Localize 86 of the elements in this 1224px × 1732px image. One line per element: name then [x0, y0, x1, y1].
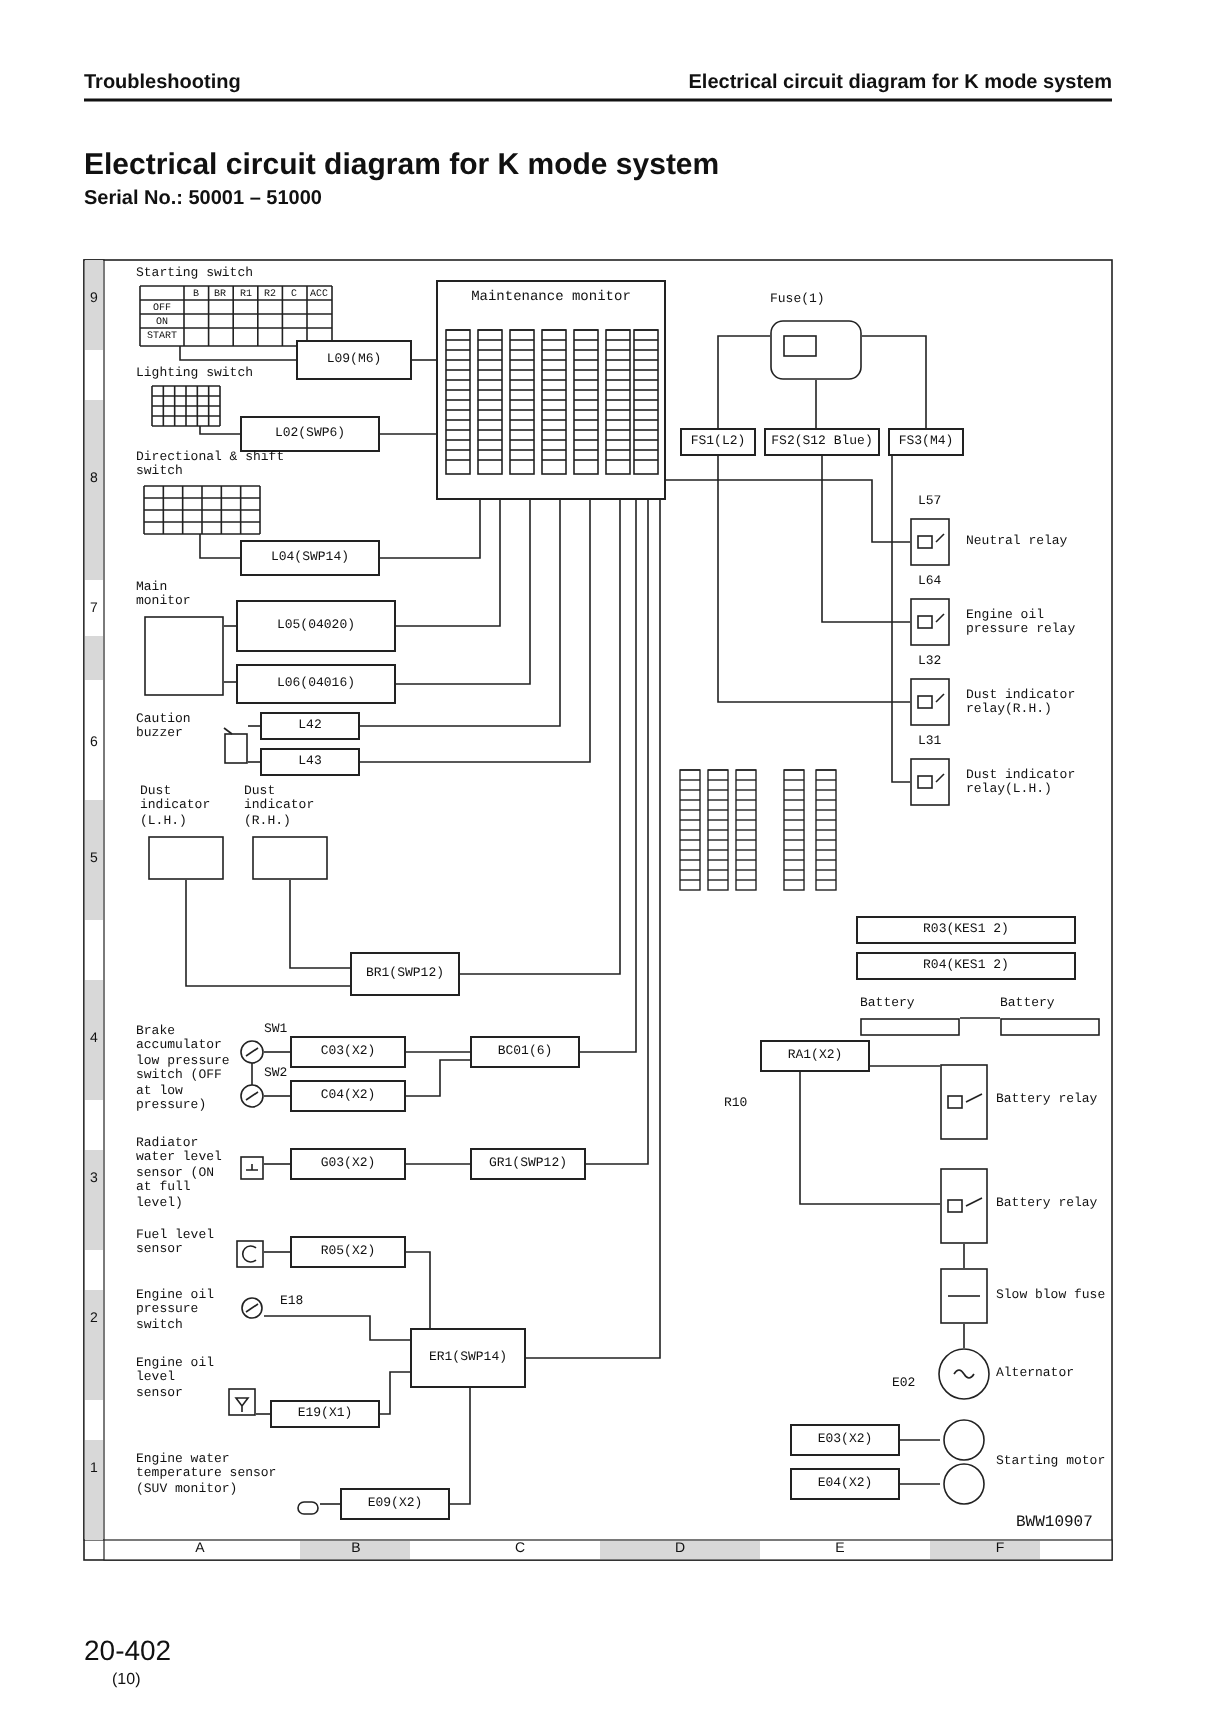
wire: [405, 1163, 471, 1165]
connector-box: [856, 916, 1076, 944]
connector-box: [888, 428, 964, 456]
wire: [449, 1387, 471, 1505]
wire: [223, 625, 237, 627]
wire: [289, 879, 351, 969]
connector-box: [350, 952, 460, 996]
wire: [869, 1065, 941, 1067]
wire: [405, 1251, 431, 1329]
monitor-unit: [136, 580, 224, 700]
connector-box: [764, 428, 880, 456]
wire: [255, 1413, 271, 1415]
wire: [185, 879, 351, 987]
switch-unit: [136, 266, 336, 346]
wire: [379, 433, 437, 435]
wire: [899, 1439, 941, 1441]
wire: [815, 379, 817, 429]
connector-box: [760, 1040, 870, 1072]
wire: [717, 455, 911, 703]
wire: [319, 1503, 341, 1505]
wire: [379, 499, 481, 559]
wire: [891, 455, 911, 783]
wire: [525, 499, 661, 1359]
connector-box: [790, 1424, 900, 1456]
wire: [459, 499, 621, 975]
fuse-unit: [940, 1268, 1110, 1324]
wire: [799, 1071, 941, 1205]
wire: [379, 1371, 411, 1415]
connector-box: [240, 416, 380, 452]
wire: [395, 499, 501, 627]
wire: [585, 499, 649, 1165]
connector-box: [340, 1488, 450, 1520]
wire: [395, 499, 531, 685]
wire: [963, 1323, 965, 1349]
wire: [861, 335, 927, 429]
wire: [717, 335, 771, 429]
wire: [263, 1051, 291, 1053]
wire: [405, 1059, 471, 1097]
wire: [411, 359, 437, 361]
fuse-holder: [770, 292, 862, 380]
wire: [963, 1243, 965, 1269]
wire: [959, 1017, 1001, 1019]
wire: [263, 1251, 291, 1253]
wire: [223, 681, 237, 683]
wire: [199, 425, 241, 435]
connector-box: [470, 1036, 580, 1068]
connector-box: [270, 1400, 380, 1428]
wire: [579, 499, 637, 1053]
connector-box: [290, 1080, 406, 1112]
drawing-number: BWW10907: [1016, 1516, 1093, 1534]
wire: [263, 1315, 411, 1341]
monitor-panel: [436, 280, 666, 500]
wire: [359, 499, 591, 763]
wire: [359, 499, 561, 727]
wire: [247, 725, 261, 727]
connector-box: [260, 748, 360, 776]
wire: [263, 1163, 291, 1165]
connector-box: [680, 428, 756, 456]
wire: [405, 1051, 471, 1053]
header-text: Electrical circuit diagram for K mode system: [688, 72, 1112, 94]
connector-box: [296, 340, 412, 380]
wire: [179, 345, 297, 361]
connector-box: [790, 1468, 900, 1500]
connector-box: [410, 1328, 526, 1388]
connector-box: [236, 600, 396, 652]
wire: [665, 479, 911, 543]
connector-box: [290, 1148, 406, 1180]
connector-box: [260, 712, 360, 740]
connector-box: [240, 540, 380, 576]
connector-box: [470, 1148, 586, 1180]
wire: [247, 761, 261, 763]
connector-box: [236, 664, 396, 704]
diagram-title: Electrical circuit diagram for K mode system: [84, 148, 720, 182]
page-number: 20-402: [84, 1636, 172, 1667]
serial-number-text: Serial No.: 50001 – 51000: [84, 188, 322, 210]
wire: [199, 533, 241, 559]
wire: [263, 1095, 291, 1097]
connector-box: [856, 952, 1076, 980]
connector-box: [290, 1236, 406, 1268]
battery-unit: [860, 996, 960, 1040]
header-text: Troubleshooting: [84, 72, 241, 94]
wire: [821, 455, 911, 623]
wire: [899, 1483, 941, 1485]
connector-box: [290, 1036, 406, 1068]
revision-number: (10): [112, 1672, 141, 1690]
battery-unit: [1000, 996, 1100, 1040]
